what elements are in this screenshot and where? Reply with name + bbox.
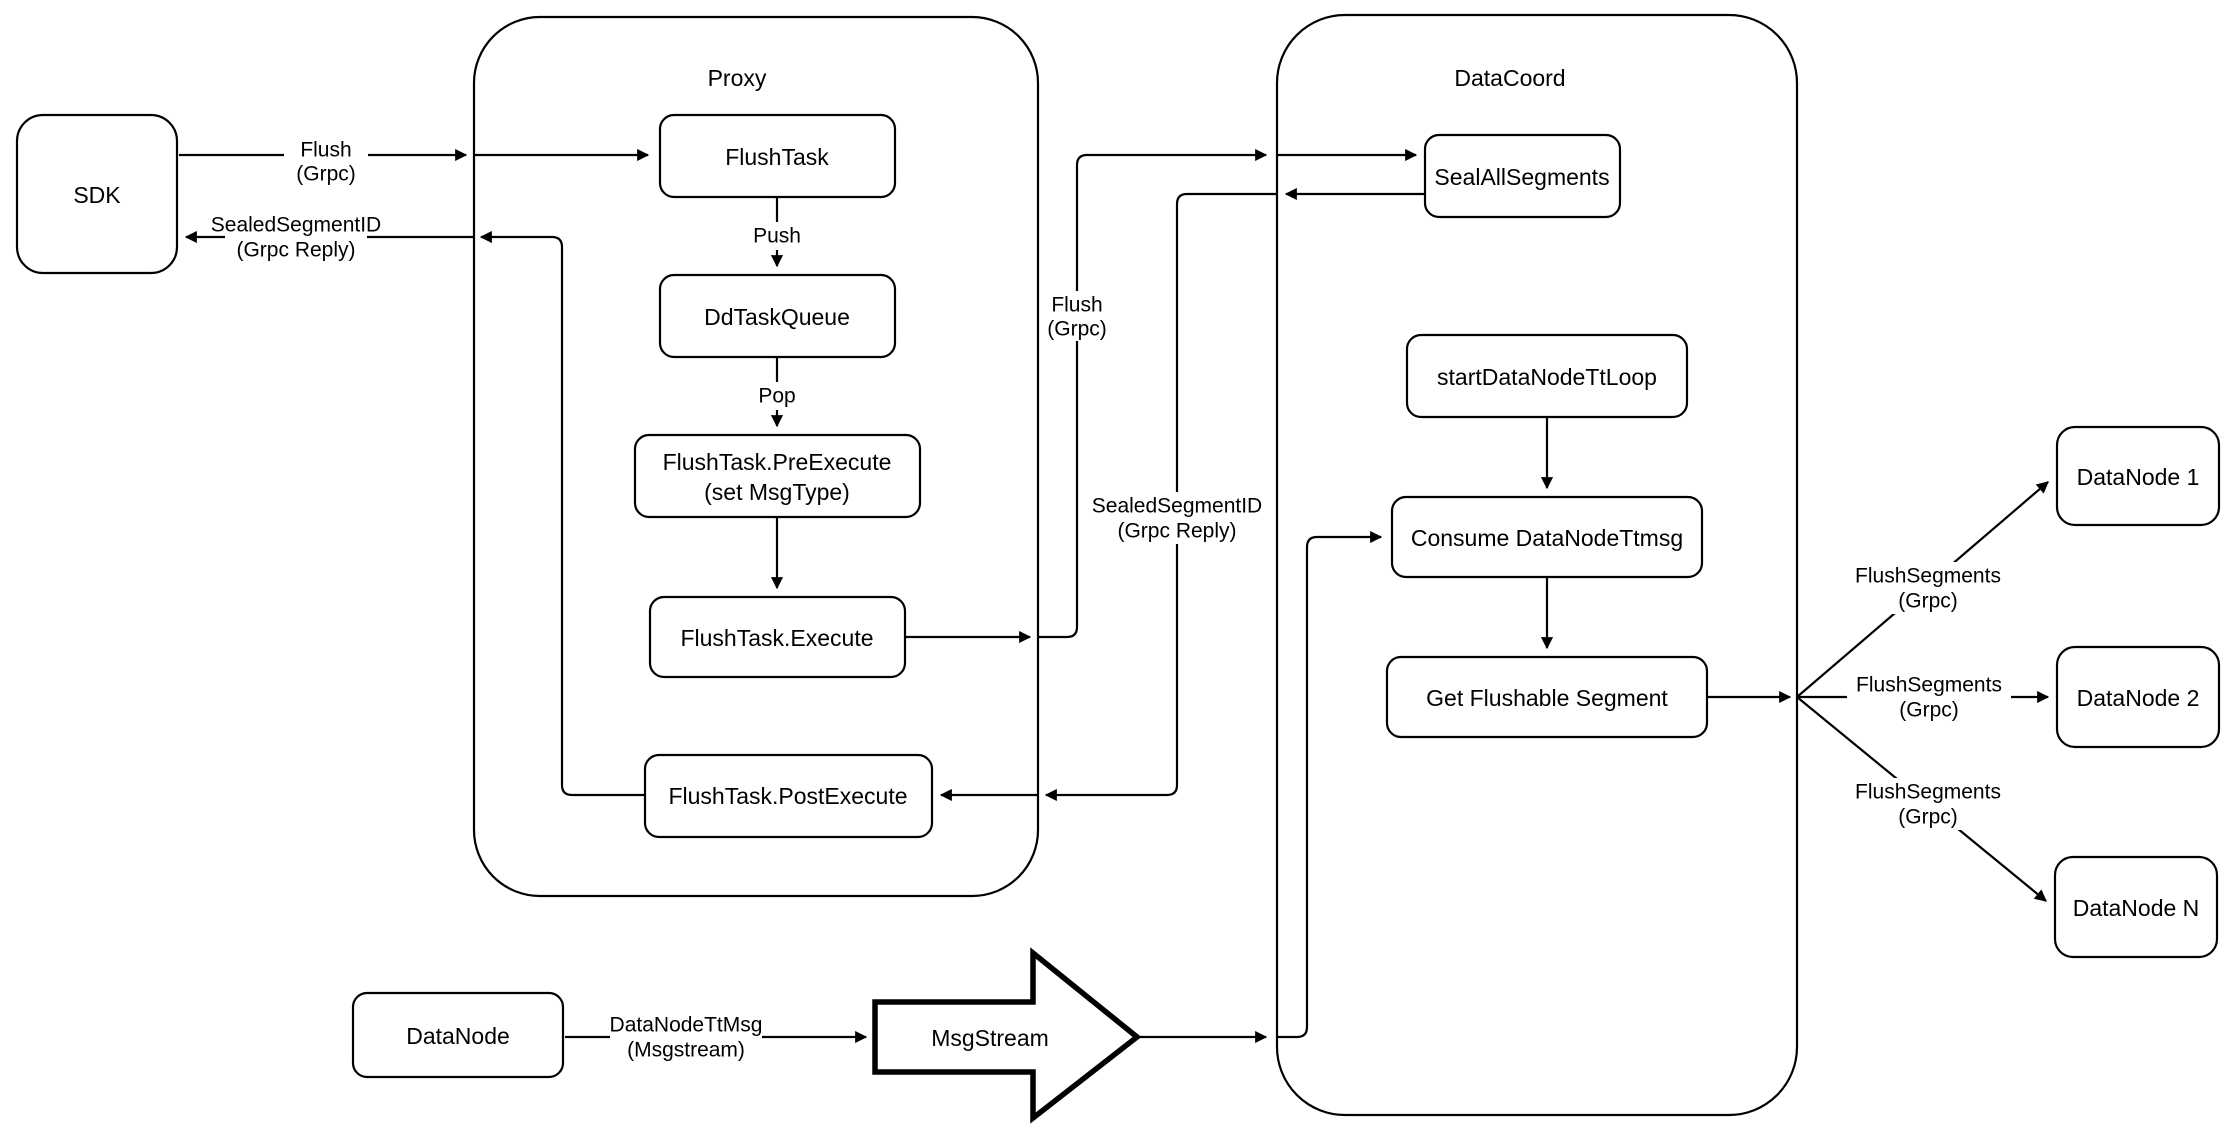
edge-label-flushsegments1-line2: (Grpc): [1898, 590, 1958, 613]
node-postexecute: FlushTask.PostExecute: [643, 753, 934, 839]
edge-label-flushsegments2-line1: FlushSegments: [1856, 674, 2002, 697]
datacoord-container: DataCoord: [1275, 13, 1799, 1117]
edge-flush-to-datacoord-edge: [1038, 148, 1268, 639]
getflushablesegment-label: Get Flushable Segment: [1426, 685, 1668, 711]
edge-label-bg: [1846, 562, 2010, 614]
startdatanodettloop-label: startDataNodeTtLoop: [1437, 364, 1657, 390]
sealallsegments-box: [1423, 133, 1622, 219]
consumedatanodettmsg-label: Consume DataNodeTtmsg: [1411, 525, 1683, 551]
edge-label-flushsegments-3: FlushSegments (Grpc): [1846, 778, 2010, 830]
edge-label-bg: [752, 382, 802, 410]
edge-label-flushsegments1-line1: FlushSegments: [1855, 565, 2001, 588]
msgstream-shape: MsgStream: [872, 947, 1142, 1124]
edge-label-bg: [747, 222, 807, 250]
node-consumedatanodettmsg: Consume DataNodeTtmsg: [1390, 495, 1704, 579]
edge-label-flush-line1: Flush: [300, 139, 351, 162]
edge-ttmsg-to-consume: [1277, 530, 1383, 1039]
edge-label-sealed-line1: SealedSegmentID: [211, 214, 381, 237]
preexecute-box: [633, 433, 922, 519]
startdatanodettloop-box: [1405, 333, 1689, 419]
edge-label-mid-flush: Flush (Grpc): [1040, 291, 1114, 341]
preexecute-label-line2: (set MsgType): [704, 479, 850, 505]
consumedatanodettmsg-box: [1390, 495, 1704, 579]
edge-label-sdk-flush: Flush (Grpc): [284, 136, 368, 186]
node-datanode2: DataNode 2: [2055, 645, 2221, 749]
edge-label-bg: [1040, 291, 1114, 341]
datanode1-box: [2055, 425, 2221, 527]
node-sealallsegments: SealAllSegments: [1423, 133, 1622, 219]
datanoden-box: [2053, 855, 2219, 959]
node-datanoden: DataNode N: [2053, 855, 2219, 959]
node-flushtask: FlushTask: [658, 113, 897, 199]
edge-label-datanodettmsg-line2: (Msgstream): [627, 1039, 745, 1062]
datanode2-label: DataNode 2: [2077, 685, 2200, 711]
edge-label-bg: [610, 1011, 762, 1063]
datacoord-container-title: DataCoord: [1454, 65, 1565, 91]
edge-label-push: Push: [753, 225, 801, 248]
edge-label-push: Push: [747, 222, 807, 250]
preexecute-label-line1: FlushTask.PreExecute: [663, 449, 892, 475]
sdk-label: SDK: [73, 182, 121, 208]
edge-label-bg: [1086, 492, 1268, 544]
node-sdk: SDK: [15, 113, 179, 275]
edge-label-flush-line2: (Grpc): [296, 163, 356, 186]
edge-label-pop: Pop: [758, 385, 795, 408]
execute-label: FlushTask.Execute: [680, 625, 873, 651]
proxy-container: Proxy: [472, 15, 1040, 898]
msgstream-label: MsgStream: [931, 1025, 1049, 1051]
ddtaskqueue-label: DdTaskQueue: [704, 304, 850, 330]
edge-label-bg: [1847, 671, 2011, 723]
edge-label-flushsegments3-line2: (Grpc): [1898, 806, 1958, 829]
edge-label-flushsegments-2: FlushSegments (Grpc): [1847, 671, 2011, 723]
node-execute: FlushTask.Execute: [648, 595, 907, 679]
edge-label-bg: [1846, 778, 2010, 830]
edge-label-flushsegments2-line2: (Grpc): [1899, 699, 1959, 722]
edge-label-mid-sealed-line2: (Grpc Reply): [1117, 520, 1236, 543]
datacoord-container-box: [1275, 13, 1799, 1117]
edge-label-mid-sealed: SealedSegmentID (Grpc Reply): [1086, 492, 1268, 544]
node-getflushablesegment: Get Flushable Segment: [1385, 655, 1709, 739]
node-datanode1: DataNode 1: [2055, 425, 2221, 527]
node-datanode-bottom: DataNode: [351, 991, 565, 1079]
edge-label-mid-sealed-line1: SealedSegmentID: [1092, 495, 1262, 518]
flushtask-box: [658, 113, 897, 199]
ddtaskqueue-box: [658, 273, 897, 359]
edge-label-datanodettmsg: DataNodeTtMsg (Msgstream): [610, 1011, 763, 1063]
datanode-bottom-label: DataNode: [406, 1023, 510, 1049]
node-startdatanodettloop: startDataNodeTtLoop: [1405, 333, 1689, 419]
edge-label-mid-flush-line2: (Grpc): [1047, 318, 1107, 341]
edge-label-mid-flush-line1: Flush: [1051, 294, 1102, 317]
edge-label-sealed-reply: SealedSegmentID (Grpc Reply): [211, 211, 381, 263]
datanode2-box: [2055, 645, 2221, 749]
edge-label-flushsegments-1: FlushSegments (Grpc): [1846, 562, 2010, 614]
edge-postexecute-to-proxy-edge: [479, 230, 645, 797]
edge-label-bg: [284, 136, 368, 186]
proxy-container-title: Proxy: [708, 65, 767, 91]
msgstream-arrow-glyph: [872, 947, 1142, 1124]
sealallsegments-label: SealAllSegments: [1434, 164, 1609, 190]
node-preexecute: FlushTask.PreExecute (set MsgType): [633, 433, 922, 519]
proxy-container-box: [472, 15, 1040, 898]
flushtask-label: FlushTask: [725, 144, 829, 170]
node-ddtaskqueue: DdTaskQueue: [658, 273, 897, 359]
edge-label-datanodettmsg-line1: DataNodeTtMsg: [610, 1014, 763, 1037]
datanode-bottom-box: [351, 991, 565, 1079]
postexecute-label: FlushTask.PostExecute: [668, 783, 907, 809]
execute-box: [648, 595, 907, 679]
edge-label-pop: Pop: [752, 382, 802, 410]
datanode1-label: DataNode 1: [2077, 464, 2200, 490]
edge-label-bg: [225, 211, 367, 263]
edge-label-flushsegments3-line1: FlushSegments: [1855, 781, 2001, 804]
datanoden-label: DataNode N: [2073, 895, 2200, 921]
postexecute-box: [643, 753, 934, 839]
sdk-box: [15, 113, 179, 275]
getflushablesegment-box: [1385, 655, 1709, 739]
edge-label-sealed-line2: (Grpc Reply): [236, 239, 355, 262]
